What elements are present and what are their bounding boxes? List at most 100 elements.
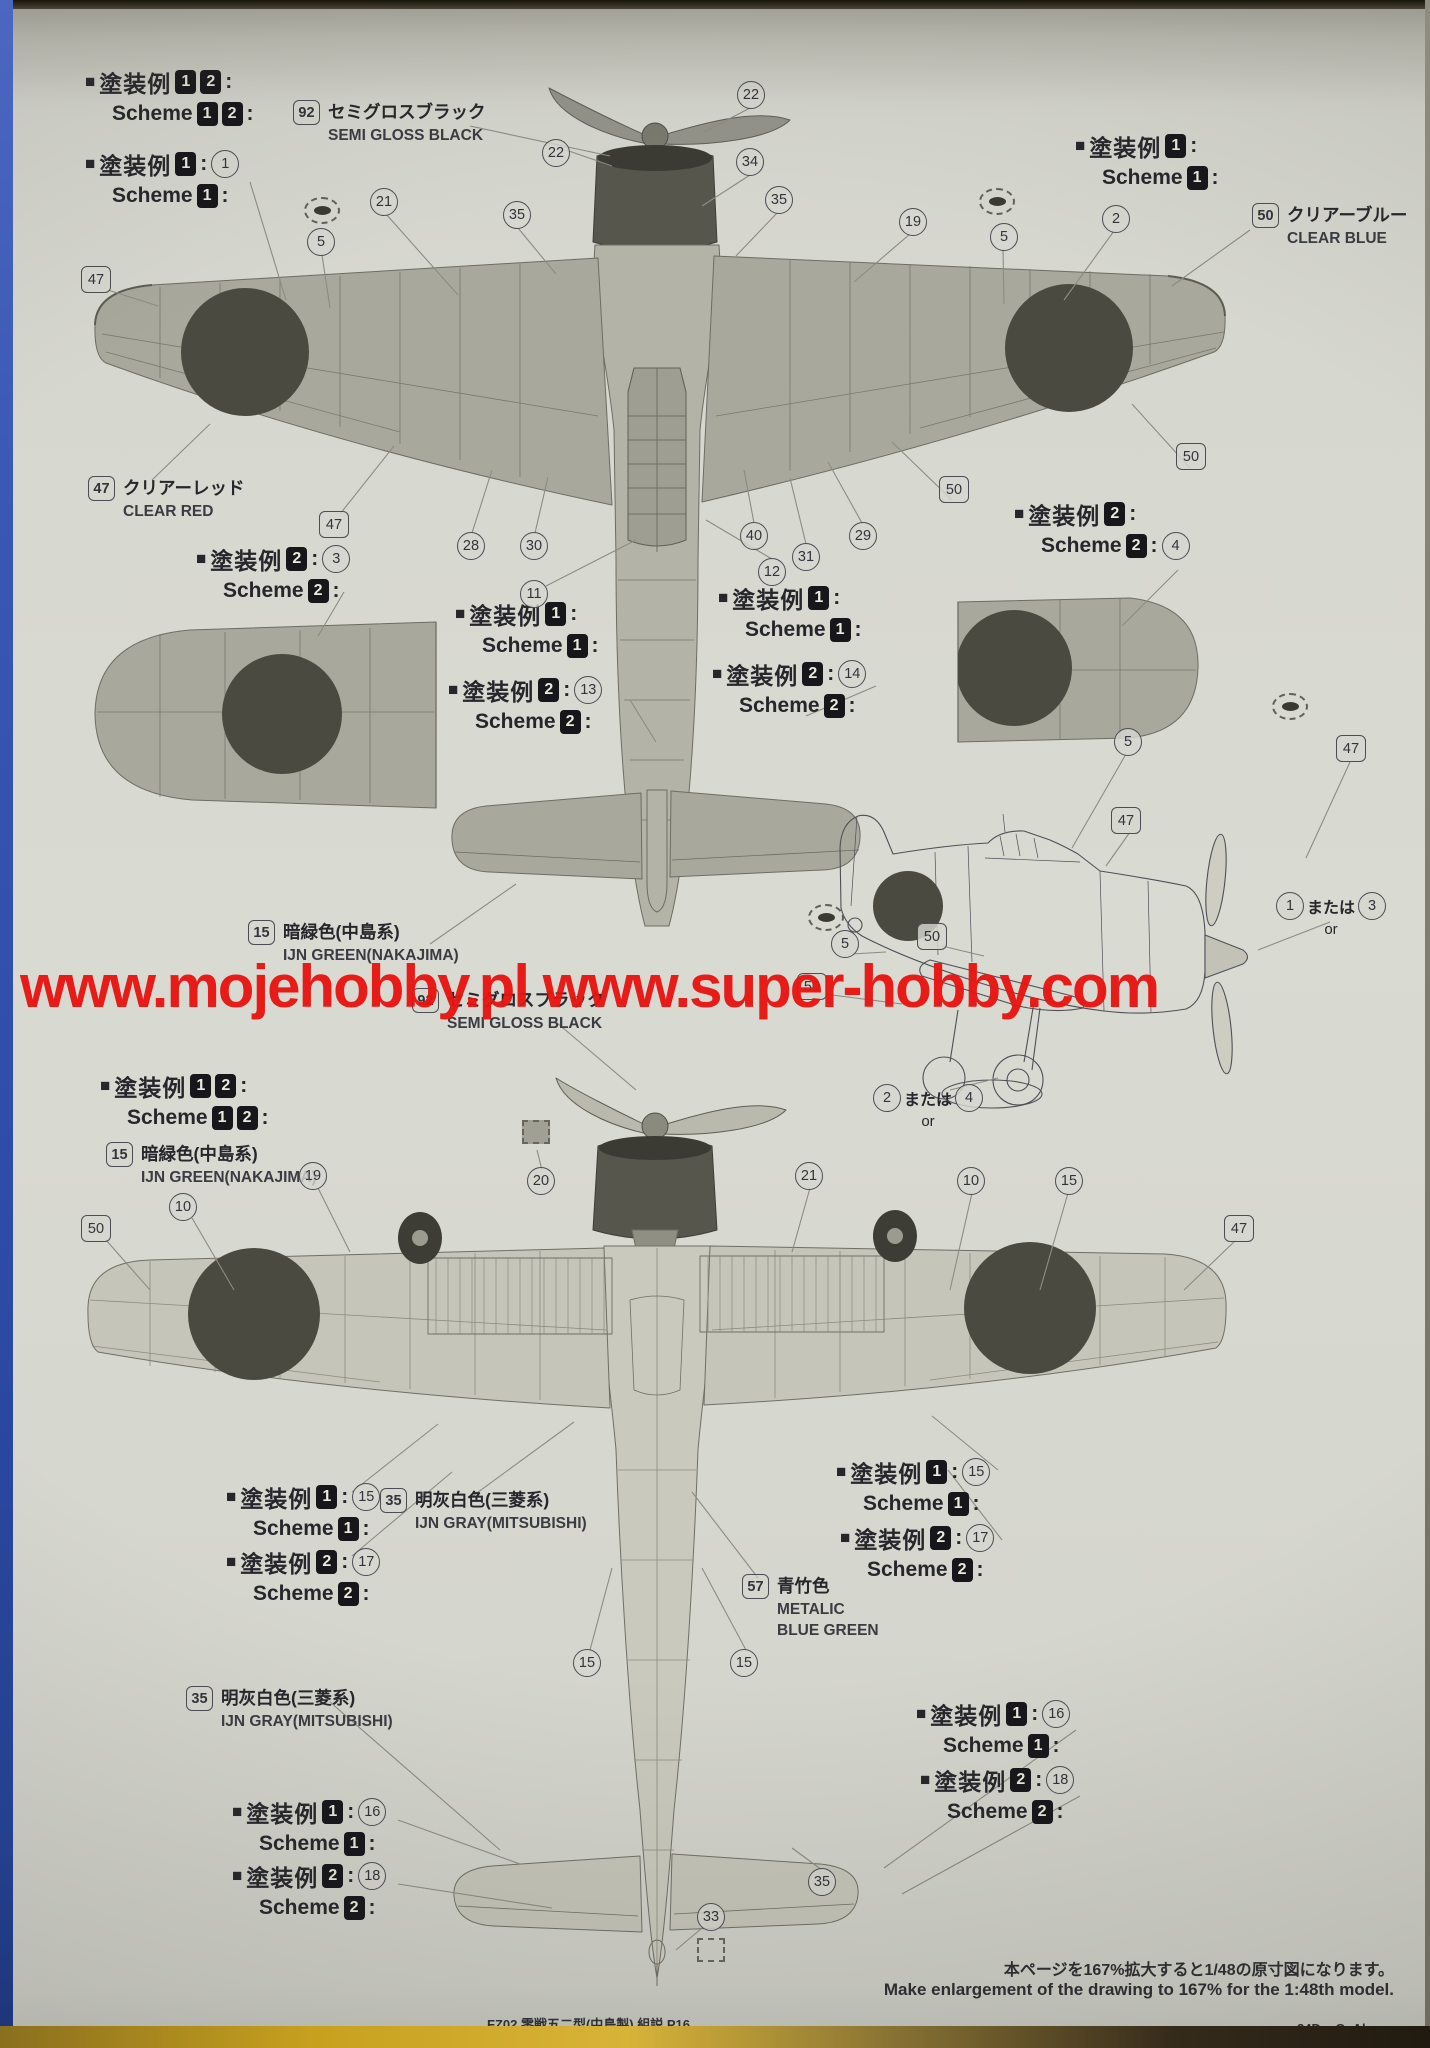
scheme-en-label: Scheme — [223, 578, 304, 602]
scheme-number-badge: 1 — [175, 151, 197, 176]
paint-name-en: CLEAR BLUE — [1287, 230, 1387, 247]
scheme-number-badge: 2 — [930, 1525, 952, 1550]
scheme-number-badge: 1 — [175, 69, 197, 94]
bullet-icon: ■ — [1014, 504, 1025, 523]
colon: : — [362, 1516, 370, 1540]
part-callout-circle: 21 — [370, 188, 398, 216]
colon: : — [1190, 133, 1198, 157]
bullet-icon: ■ — [1075, 136, 1086, 155]
part-callout-circle: 29 — [849, 522, 877, 550]
colon: : — [1129, 501, 1137, 525]
paint-name-en: METALIC — [777, 1601, 845, 1618]
bullet-icon: ■ — [448, 680, 459, 699]
scheme-number-badge: 2 — [221, 101, 243, 126]
part-callout-circle: 10 — [957, 1167, 985, 1195]
part-callout-circle: 30 — [520, 532, 548, 560]
colon: : — [827, 661, 835, 685]
callout-circle: 15 — [352, 1482, 381, 1511]
scheme-jp-label: 塗装例 — [240, 1485, 313, 1512]
scheme-en-label: Scheme — [112, 101, 193, 125]
part-callout-circle: 20 — [527, 1167, 555, 1195]
bullet-icon: ■ — [712, 664, 723, 683]
scheme-number-badge: 2 — [337, 1581, 359, 1606]
dashed-eye-marker-icon — [304, 197, 340, 224]
eye-pupil-icon — [313, 206, 331, 215]
callout-circle: 4 — [1161, 531, 1190, 560]
part-callout-circle: 35 — [503, 201, 531, 229]
callout-circle: 16 — [358, 1797, 387, 1826]
leader-lines — [105, 107, 1351, 1951]
paint-code-box: 15 — [106, 1142, 133, 1167]
scheme-number-badge: 2 — [951, 1557, 973, 1582]
scheme-en-label: Scheme — [863, 1491, 944, 1515]
photo-edge-bottom — [0, 2026, 1430, 2048]
scheme-number-badge: 1 — [829, 617, 851, 642]
or-label-en: or — [1324, 921, 1338, 938]
callout-circle: 16 — [1042, 1699, 1071, 1728]
colon: : — [833, 585, 841, 609]
part-callout-circle: 19 — [299, 1162, 327, 1190]
part-callout-circle: 19 — [899, 208, 927, 236]
paint-code-box: 92 — [412, 988, 439, 1013]
scheme-number-badge: 1 — [947, 1491, 969, 1516]
part-callout-circle: 2 — [1102, 205, 1130, 233]
scheme-en-label: Scheme — [739, 693, 820, 717]
callout-circle: 1 — [211, 149, 240, 178]
paint-name-en: IJN GRAY(MITSUBISHI) — [415, 1515, 587, 1532]
colon: : — [955, 1525, 963, 1549]
scheme-number-badge: 1 — [1006, 1701, 1028, 1726]
eye-pupil-icon — [988, 197, 1006, 206]
paint-note-text: 明灰白色(三菱系)IJN GRAY(MITSUBISHI) — [415, 1488, 587, 1534]
colon: : — [1211, 165, 1219, 189]
scheme-number-badge: 2 — [316, 1549, 338, 1574]
scheme-en-label: Scheme — [259, 1895, 340, 1919]
part-callout-box: 50 — [81, 1215, 111, 1242]
or-label-en: or — [921, 1113, 935, 1130]
part-callout-box: 47 — [319, 511, 349, 538]
colon: : — [1056, 1799, 1064, 1823]
callout-circle: 4 — [955, 1084, 984, 1112]
bullet-icon: ■ — [718, 588, 729, 607]
bullet-icon: ■ — [226, 1552, 237, 1571]
part-callout-circle: 12 — [758, 558, 786, 586]
callout-circle: 17 — [966, 1523, 995, 1552]
paint-name-jp: 青竹色 — [777, 1576, 830, 1596]
eye-pupil-icon — [1281, 702, 1299, 711]
watermark-text: www.mojehobby.pl www.super-hobby.com — [20, 953, 1160, 1020]
paint-name-jp: クリアーレッド — [123, 478, 245, 498]
bullet-icon: ■ — [916, 1704, 927, 1723]
scheme-en-label: Scheme — [253, 1516, 334, 1540]
photo-edge-left — [0, 0, 13, 2048]
scheme-number-badge: 2 — [236, 1105, 258, 1130]
colon: : — [246, 101, 254, 125]
scheme-jp-label: 塗装例 — [726, 662, 799, 689]
scheme-number-badge: 1 — [1165, 133, 1187, 158]
scheme-en-label: Scheme — [1102, 165, 1183, 189]
scheme-jp-label: 塗装例 — [930, 1702, 1003, 1729]
